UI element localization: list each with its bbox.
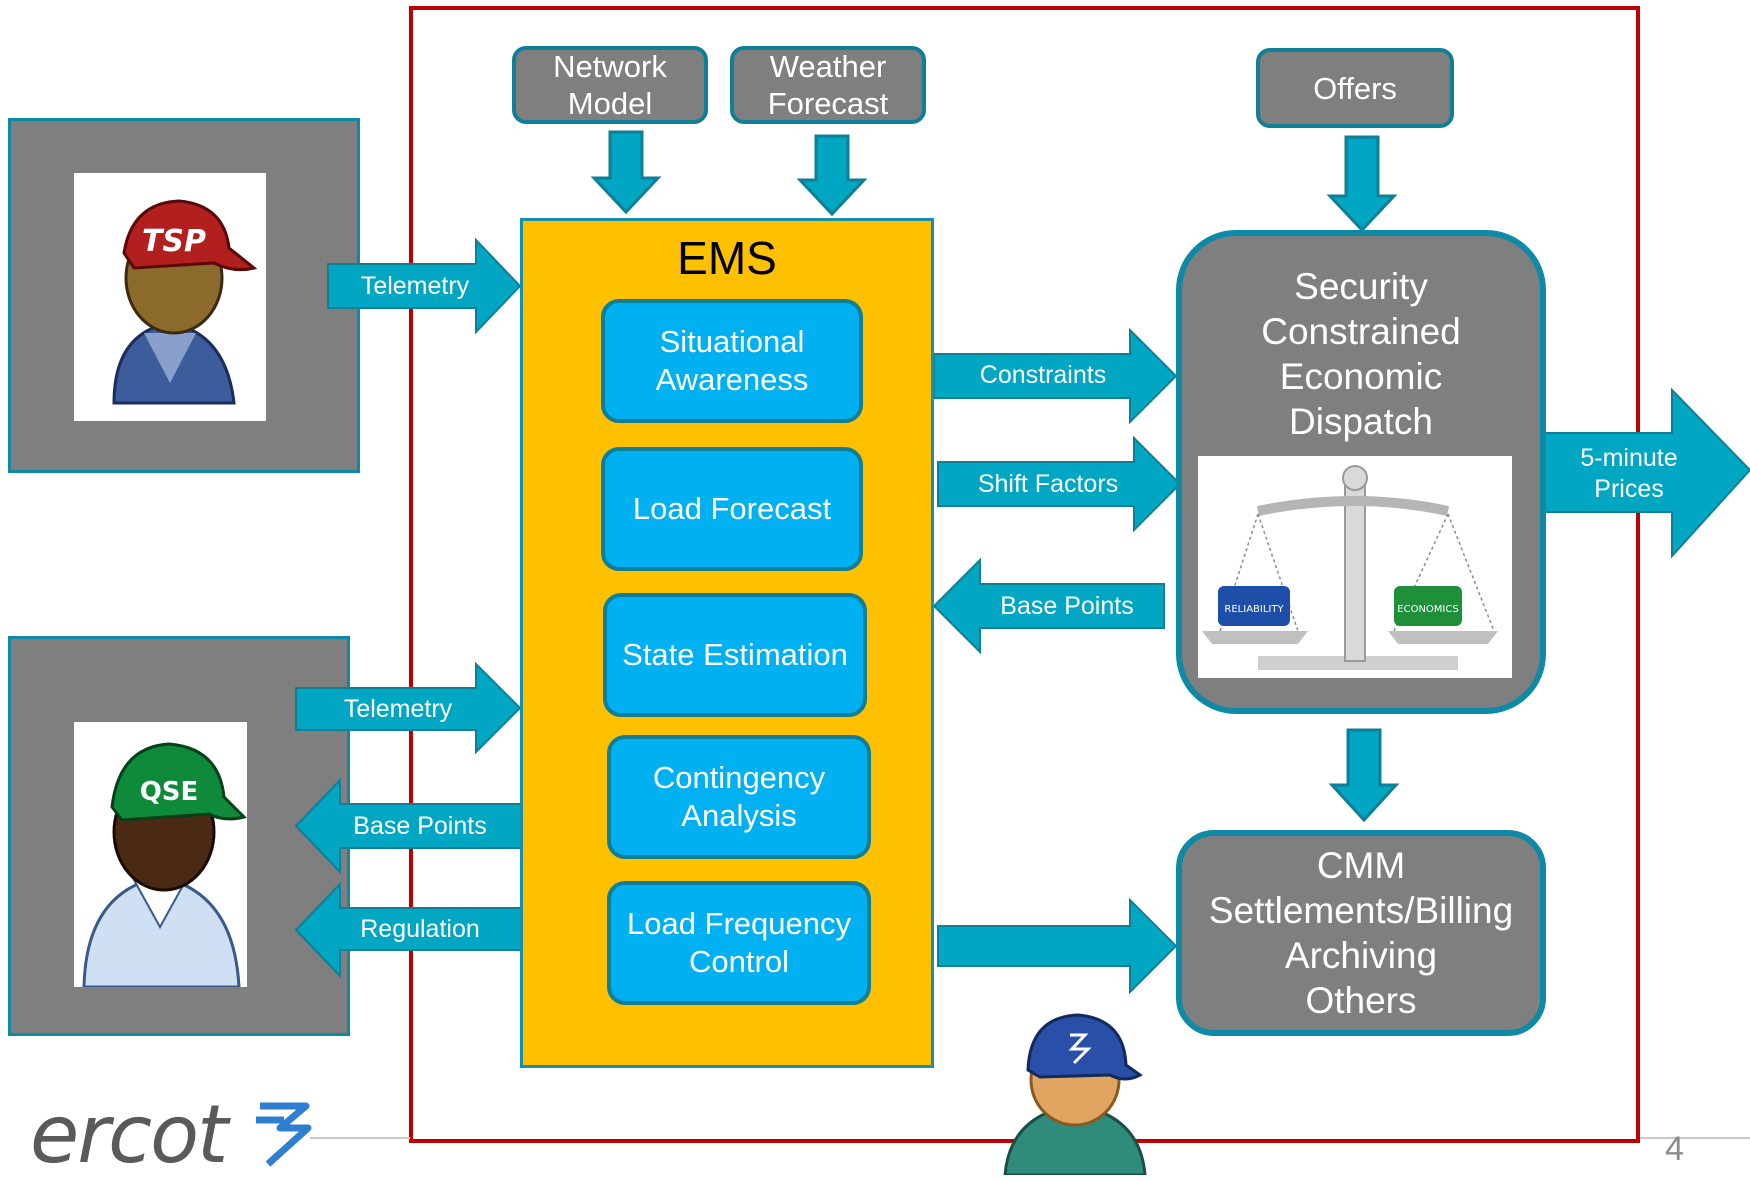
- qse-base-points-arrow: [294, 777, 523, 875]
- offers-arrow: [1326, 135, 1398, 233]
- cmm-line: CMM: [1316, 845, 1406, 886]
- sced-block: Security Constrained Economic Dispatch R…: [1176, 230, 1546, 714]
- sced-to-cmm-arrow: [1328, 728, 1400, 823]
- tsp-telemetry-arrow: [327, 237, 522, 335]
- load-forecast-module: Load Forecast: [601, 447, 863, 571]
- network-model-box: Network Model: [512, 46, 708, 124]
- qse-regulation-arrow: [294, 881, 523, 979]
- cmm-block: CMM Settlements/Billing Archiving Others: [1176, 830, 1546, 1036]
- qse-cap-label: QSE: [140, 777, 199, 807]
- weather-forecast-box: Weather Forecast: [730, 46, 926, 124]
- shift-factors-arrow: [937, 435, 1182, 533]
- ercot-logo-mark-icon: [255, 1102, 312, 1167]
- prices-arrow: [1543, 387, 1750, 559]
- scale-economics-label: ECONOMICS: [1397, 604, 1458, 615]
- load-frequency-control-module: Load Frequency Control: [607, 881, 871, 1005]
- tsp-box: TSP: [8, 118, 360, 473]
- ems-to-cmm-arrow: [937, 897, 1178, 995]
- shift-factors-label: Shift Factors: [977, 470, 1119, 498]
- qse-regulation-label: Regulation: [360, 915, 480, 943]
- qse-box: QSE: [8, 636, 350, 1036]
- cmm-line: Archiving: [1284, 935, 1438, 976]
- contingency-analysis-module: Contingency Analysis: [607, 735, 871, 859]
- footer-rule-right: [1640, 1137, 1750, 1139]
- operator-image: [1003, 1013, 1147, 1175]
- qse-person-image: QSE: [74, 722, 247, 989]
- cmm-text: CMM Settlements/Billing Archiving Others: [1209, 843, 1513, 1023]
- base-points-label: Base Points: [1000, 592, 1134, 620]
- state-estimation-module: State Estimation: [603, 593, 867, 717]
- tsp-person-image: TSP: [74, 173, 266, 421]
- network-model-arrow: [590, 130, 662, 215]
- situational-awareness-module: Situational Awareness: [601, 299, 863, 423]
- cmm-line: Others: [1305, 980, 1417, 1021]
- balance-scale-image: RELIABILITY ECONOMICS: [1198, 456, 1512, 678]
- tsp-cap-label: TSP: [142, 224, 206, 259]
- ercot-logo: ercot: [30, 1088, 312, 1181]
- qse-telemetry-label: Telemetry: [343, 695, 453, 723]
- tsp-telemetry-label: Telemetry: [360, 272, 470, 300]
- constraints-arrow: [933, 327, 1178, 425]
- offers-box: Offers: [1256, 48, 1454, 128]
- qse-base-points-label: Base Points: [353, 812, 487, 840]
- prices-label: 5-minute Prices: [1580, 444, 1678, 503]
- constraints-label: Constraints: [979, 361, 1107, 389]
- sced-title: Security Constrained Economic Dispatch: [1261, 266, 1461, 442]
- ems-block: EMS Situational Awareness Load Forecast …: [520, 218, 934, 1068]
- weather-forecast-arrow: [796, 134, 868, 217]
- ems-title: EMS: [677, 232, 777, 284]
- base-points-arrow: [932, 557, 1165, 655]
- ercot-logo-text: ercot: [30, 1088, 228, 1181]
- scale-reliability-label: RELIABILITY: [1224, 604, 1284, 615]
- footer-rule-left: [310, 1137, 410, 1139]
- qse-telemetry-arrow: [295, 661, 522, 755]
- slide-number: 4: [1665, 1130, 1684, 1168]
- cmm-line: Settlements/Billing: [1208, 890, 1514, 931]
